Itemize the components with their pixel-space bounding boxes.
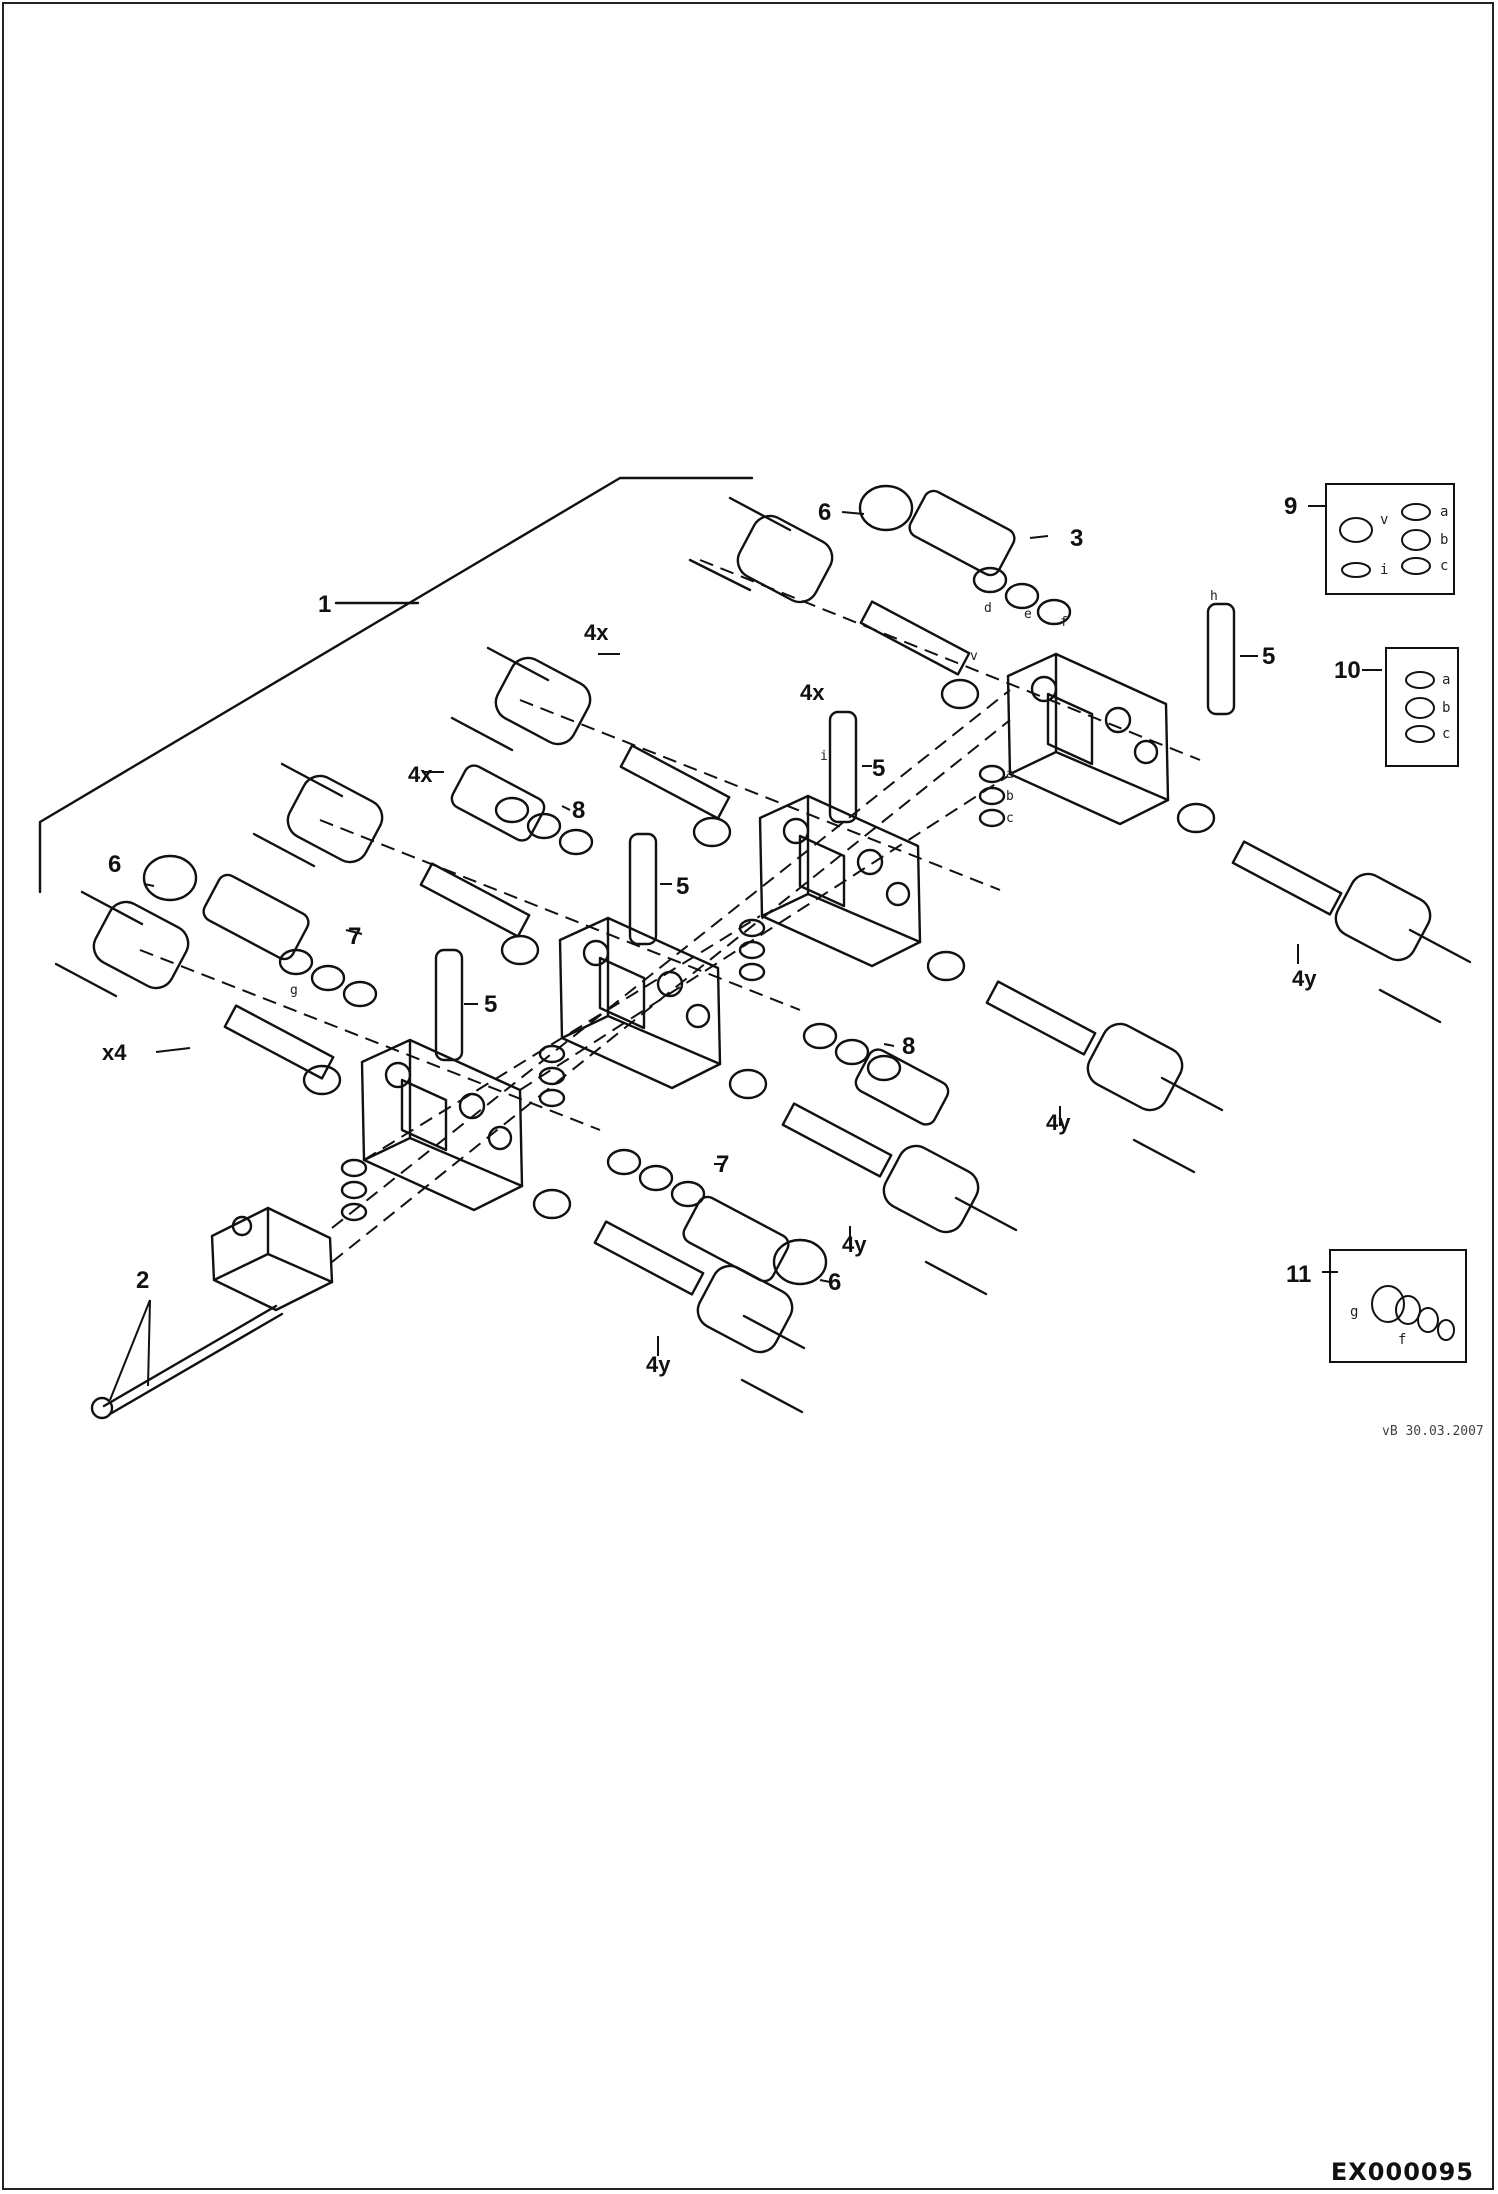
- callout-10: 10: [1334, 657, 1361, 684]
- callout-8-b: 8: [902, 1033, 915, 1060]
- svg-text:b: b: [1006, 789, 1014, 804]
- seal-kit-9: [1325, 483, 1455, 595]
- spool-caps: [202, 489, 1016, 1283]
- callout-5-c: 5: [676, 873, 689, 900]
- callout-6-c: 6: [828, 1269, 841, 1296]
- svg-text:d: d: [984, 601, 992, 616]
- svg-text:b: b: [1442, 700, 1450, 716]
- leader-lines: [109, 505, 1382, 1401]
- callout-5-a: 5: [1262, 643, 1275, 670]
- callout-6-a: 6: [818, 499, 831, 526]
- svg-text:e: e: [1024, 607, 1032, 622]
- check-valves: [434, 602, 1236, 1062]
- callout-7-b: 7: [716, 1151, 729, 1178]
- valve-section-3: [758, 794, 922, 968]
- callout-5-b: 5: [872, 755, 885, 782]
- o-rings: [278, 566, 1216, 1222]
- callout-4x-a: 4x: [584, 620, 609, 645]
- svg-text:i: i: [820, 749, 828, 764]
- seal-kit-10: [1385, 647, 1459, 767]
- svg-text:a: a: [1440, 504, 1448, 520]
- callout-8-a: 8: [572, 797, 585, 824]
- svg-text:h: h: [1210, 589, 1218, 604]
- callout-11: 11: [1286, 1261, 1311, 1288]
- solenoid-bolts: [54, 496, 1472, 1414]
- svg-text:a: a: [1442, 672, 1450, 688]
- svg-text:c: c: [1440, 558, 1448, 574]
- svg-text:v: v: [1380, 512, 1388, 528]
- svg-text:i: i: [1380, 562, 1388, 578]
- svg-text:f: f: [1060, 615, 1068, 630]
- svg-text:a: a: [1006, 767, 1014, 782]
- svg-text:g: g: [290, 983, 298, 998]
- callout-1: 1: [318, 591, 331, 618]
- callout-3: 3: [1070, 525, 1083, 552]
- callout-7-a: 7: [348, 923, 361, 950]
- callout-4y-d: 4y: [646, 1352, 671, 1377]
- callout-4y-b: 4y: [1046, 1110, 1071, 1135]
- drawing-code: EX000095: [1330, 2158, 1474, 2186]
- svg-text:g: g: [1350, 1304, 1358, 1320]
- callout-4x-b: 4x: [800, 680, 825, 705]
- seal-kit-11: [1329, 1249, 1467, 1363]
- callout-4x-c: 4x: [408, 762, 433, 787]
- callout-x4: x4: [102, 1040, 127, 1065]
- covers: [142, 484, 914, 1286]
- svg-text:c: c: [1442, 726, 1450, 742]
- date-stamp: vB 30.03.2007: [1382, 1424, 1484, 1439]
- assembly-centerlines: [139, 559, 1201, 1263]
- callout-6-b: 6: [108, 851, 121, 878]
- solenoid-upper-row: [92, 514, 834, 990]
- svg-text:c: c: [1006, 811, 1014, 826]
- callout-5-d: 5: [484, 991, 497, 1018]
- svg-text:v: v: [970, 649, 978, 664]
- callout-4y-a: 4y: [1292, 966, 1317, 991]
- svg-text:b: b: [1440, 532, 1448, 548]
- part-seal-letters: a b c d e f g h i v: [290, 589, 1218, 998]
- callout-2: 2: [136, 1267, 149, 1294]
- svg-text:f: f: [1398, 1332, 1406, 1348]
- assembly-bracket-line: [38, 476, 754, 894]
- callout-4y-c: 4y: [842, 1232, 867, 1257]
- tie-rod: [90, 1304, 284, 1420]
- kit-letters: v i a b c a b c g f: [1350, 504, 1450, 1348]
- callout-9: 9: [1284, 493, 1297, 520]
- callout-labels: 1 2 3 4x 4x 4x x4 4y 4y 4y 4y 5 5 5 5 6 …: [102, 493, 1361, 1377]
- valve-section-4: [1006, 652, 1170, 826]
- spools: [223, 600, 1343, 1296]
- inlet-end-plate: [210, 1206, 334, 1312]
